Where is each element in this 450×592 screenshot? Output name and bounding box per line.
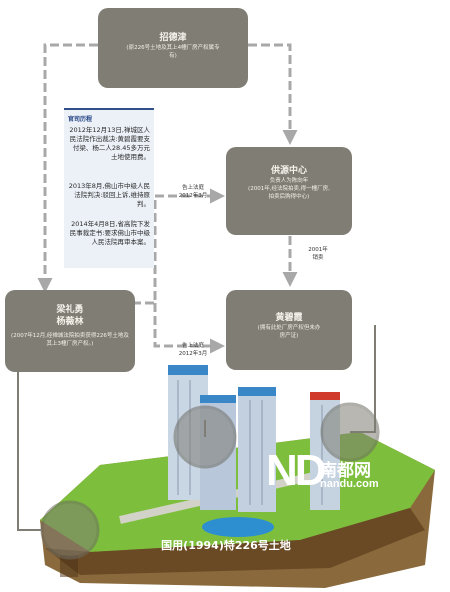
panel-heading: 官司历程 — [68, 116, 93, 123]
node-liang-desc: (2007年12月,经禅城法院拍卖获得226号土地及其上3幢厂房产权。) — [11, 333, 129, 347]
logo-name: 南都网 — [320, 461, 371, 481]
flow-arrows — [37, 43, 298, 354]
arrow-label-sold-2001: 2001年 销卖 — [308, 247, 328, 261]
nandu-logo: ND 南都网 nandu.com — [258, 446, 408, 504]
timeline-entry-3: 2014年4月8日,省高院下发民事裁定书:要求佛山市中级人民法院再审本案。 — [69, 220, 150, 246]
node-zhao-desc: (原226号土地及其上4幢厂房产权属专有) — [126, 45, 220, 59]
arrow-zhao-to-liang — [37, 43, 98, 293]
logo-mark: ND — [266, 446, 327, 495]
node-liang: 梁礼勇 杨薇林 (2007年12月,经禅城法院拍卖获得226号土地及其上3幢厂房… — [5, 290, 135, 372]
node-zhao-name: 招德津 — [159, 33, 187, 43]
arrow-liang-to-huang — [153, 303, 225, 354]
node-liang-name-2: 杨薇林 — [56, 317, 84, 327]
arrow-zhao-to-gongrong — [248, 43, 298, 145]
node-gongrong-name: 供源中心 — [270, 166, 307, 176]
land-label: 国用(1994)特226号土地 — [161, 539, 291, 552]
lawsuit-timeline-panel: 官司历程 2012年12月13日,禅城区人民法院作出裁决:黄碧霞要支付梁、杨二人… — [64, 108, 154, 268]
node-huang: 黄碧霞 (拥有此处厂房产权但未办房产证) — [226, 290, 352, 370]
node-huang-desc: (拥有此处厂房产权但未办房产证) — [257, 325, 321, 339]
arrow-label-sue-gongrong: 告上法庭 2012年3月 — [178, 185, 208, 199]
timeline-entry-1: 2012年12月13日,禅城区人民法院作出裁决:黄碧霞要支付梁、杨二人28.45… — [69, 126, 150, 161]
highlight-circle-3 — [40, 500, 100, 560]
node-gongrong: 供源中心 负责人为陈向年 (2001年,经法院拍卖,得一幢厂房,拍卖后购得中心) — [226, 147, 352, 235]
logo-url: nandu.com — [320, 478, 379, 490]
node-zhao: 招德津 (原226号土地及其上4幢厂房产权属专有) — [98, 8, 248, 88]
timeline-entry-2: 2013年8月,佛山市中级人民法院判决:驳回上诉,维持原判。 — [68, 182, 150, 208]
pond — [202, 517, 274, 537]
node-gongrong-desc: (2001年,经法院拍卖,得一幢厂房,拍卖后购得中心) — [248, 186, 330, 200]
node-gongrong-sub: 负责人为陈向年 — [269, 178, 309, 184]
node-liang-name-1: 梁礼勇 — [56, 305, 84, 315]
arrow-label-sue-huang: 告上法庭 2012年3月 — [178, 343, 208, 357]
node-huang-name: 黄碧霞 — [275, 313, 303, 323]
